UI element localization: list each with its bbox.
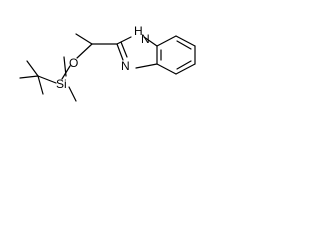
c2-n1-bond	[116, 36, 132, 45]
c4-c3a-bond	[156, 63, 177, 75]
n3-c3a-bond	[135, 63, 158, 69]
silicon-methyl-up-bond	[63, 56, 67, 77]
molecule-structure: O Si H N N	[19, 24, 196, 102]
nh-nitrogen-label: N	[141, 32, 150, 46]
c2-n3-bond	[116, 43, 124, 61]
tert-butyl-methyl-3-bond	[37, 75, 44, 95]
imine-nitrogen-label: N	[121, 59, 130, 73]
structure-canvas: O Si H N N	[0, 0, 219, 123]
tert-butyl-methyl-1-bond	[26, 60, 39, 77]
c5-c4-bond	[175, 63, 196, 75]
methyl-bond	[75, 33, 93, 45]
c7-c6-double-bond	[176, 40, 192, 50]
c2-n3-double-bond	[120, 41, 128, 58]
nh-hydrogen-label: H	[134, 24, 143, 38]
chiral-carbon-oxygen-bond	[76, 43, 93, 59]
c7a-c7-bond	[156, 35, 177, 47]
silicon-methyl-down-bond	[68, 86, 77, 102]
c7-c6-bond	[175, 35, 196, 47]
oxygen-label: O	[69, 56, 78, 70]
tert-butyl-methyl-2-bond	[19, 75, 39, 79]
c5-c4-double-bond	[176, 60, 192, 70]
silicon-tert-butyl-bond	[37, 75, 57, 84]
silicon-label: Si	[56, 77, 67, 91]
n1-c7a-bond	[143, 36, 158, 47]
